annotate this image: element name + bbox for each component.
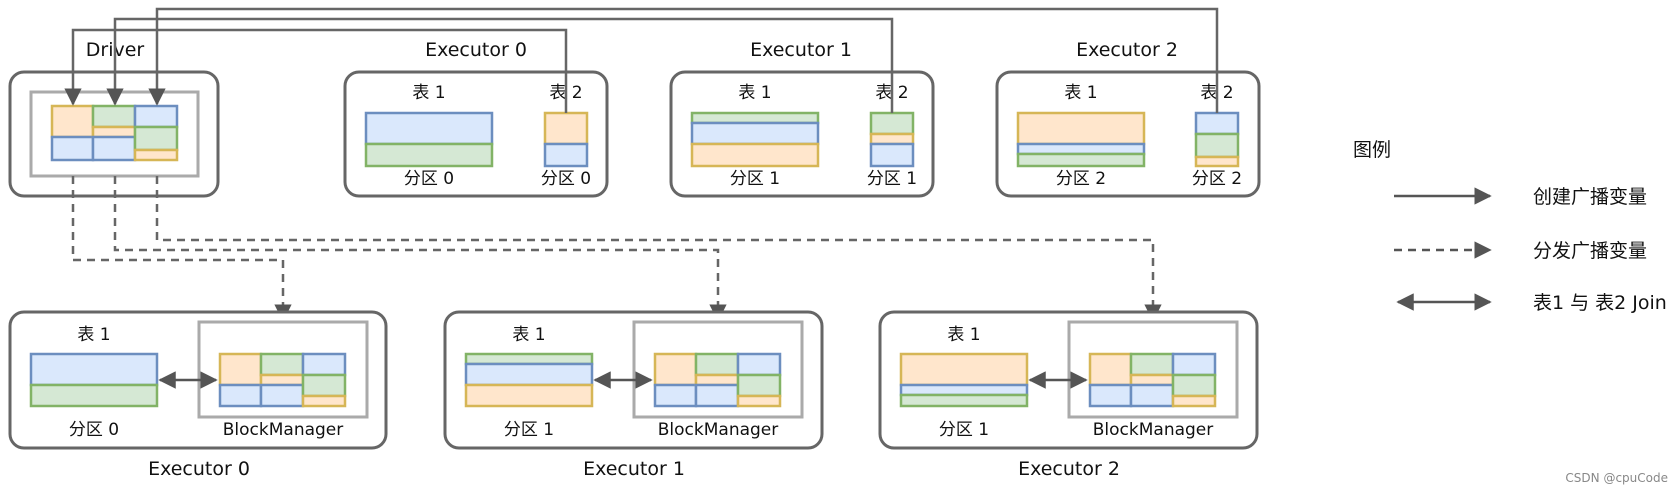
- legend-title: 图例: [1353, 139, 1391, 161]
- broadcast-arrow-executor-1: [113, 176, 727, 322]
- top-executor-1-title: Executor 1: [750, 39, 852, 61]
- bottom-executor-0-title: Executor 0: [148, 458, 250, 480]
- top-executor-0-table1-label: 表 1: [412, 83, 445, 103]
- bottom-executor-1-blockmanager-label: BlockManager: [658, 420, 779, 440]
- top-executor-0-partition1: 分区 0: [404, 169, 454, 189]
- top-executor-2-table2-block: [1194, 111, 1240, 168]
- top-executor-0-partition2: 分区 0: [541, 169, 591, 189]
- bottom-executor-2-partition: 分区 1: [939, 420, 989, 440]
- top-executor-0-table2-block-b: [543, 142, 589, 168]
- top-executor-1-table2-block: [869, 111, 915, 168]
- broadcast-arrow-executor-0: [71, 176, 292, 322]
- top-executor-2-partition1: 分区 2: [1056, 169, 1106, 189]
- bottom-executor-1-partition: 分区 1: [504, 420, 554, 440]
- bottom-executor-1-broadcast-table: [653, 352, 782, 408]
- bottom-executor-2-table1-label: 表 1: [947, 325, 980, 345]
- top-executor-0-table1-block: [364, 111, 494, 146]
- bottom-executor-0-blockmanager-label: BlockManager: [223, 420, 344, 440]
- top-executor-2-title: Executor 2: [1076, 39, 1178, 61]
- bottom-executor-2-table1-block: [899, 352, 1029, 408]
- collect-arrow-executor-2: [148, 7, 1219, 113]
- watermark-text: CSDN @cpuCode: [1565, 471, 1668, 485]
- top-executor-2-partition2: 分区 2: [1192, 169, 1242, 189]
- bottom-executor-2-blockmanager-label: BlockManager: [1093, 420, 1214, 440]
- bottom-executor-0-table1-label: 表 1: [77, 325, 110, 345]
- legend-item-create-label: 创建广播变量: [1533, 186, 1647, 208]
- top-executor-0-table2-block: [543, 111, 589, 146]
- bottom-executor-1-table1-label: 表 1: [512, 325, 545, 345]
- bottom-executor-0-partition: 分区 0: [69, 420, 119, 440]
- legend-item-distribute-label: 分发广播变量: [1533, 240, 1647, 262]
- legend-item-join-label: 表1 与 表2 Join: [1533, 292, 1667, 314]
- top-executor-1-table1-label: 表 1: [738, 83, 771, 103]
- top-executor-0-table1-block-b: [364, 142, 494, 168]
- bottom-executor-0-broadcast-table: [218, 352, 347, 408]
- bottom-executor-1-table1-block: [464, 352, 594, 408]
- top-executor-2-table1-block: [1016, 111, 1146, 168]
- top-executor-0-title: Executor 0: [425, 39, 527, 61]
- top-executor-1-table1-block: [690, 111, 820, 168]
- collect-arrow-executor-1: [106, 17, 894, 113]
- bottom-executor-1-title: Executor 1: [583, 458, 685, 480]
- bottom-executor-2-broadcast-table: [1088, 352, 1217, 408]
- bottom-executor-0-table1-block: [29, 352, 159, 408]
- broadcast-arrow-executor-2: [155, 176, 1162, 322]
- top-executor-1-partition2: 分区 1: [867, 169, 917, 189]
- bottom-executor-2-title: Executor 2: [1018, 458, 1120, 480]
- top-executor-1-partition1: 分区 1: [730, 169, 780, 189]
- driver-broadcast-table: [50, 104, 179, 162]
- collect-arrow-executor-0: [64, 28, 568, 113]
- top-executor-2-table1-label: 表 1: [1064, 83, 1097, 103]
